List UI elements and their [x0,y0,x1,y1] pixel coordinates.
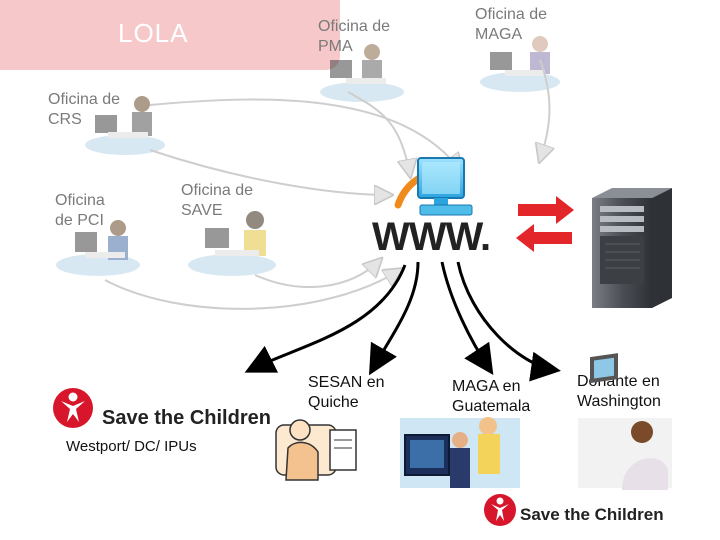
office-maga-label: Oficina de MAGA [475,6,548,43]
save-the-children-logo: Save the Children [53,388,271,429]
maga-guatemala-label: MAGA en Guatemala [452,378,531,415]
office-pma-label: Oficina de PMA [318,18,391,55]
donante-illustration [578,353,672,490]
save-the-children-logo-small: Save the Children [484,494,664,526]
office-crs-label: Oficina de CRS [48,91,121,128]
connector-crs-2 [149,149,390,195]
arrow-right-icon [518,196,574,224]
maga-guatemala-illustration [400,417,520,488]
sesan-illustration [275,419,357,481]
office-pci-workstation [56,220,140,276]
office-crs-workstation [85,96,165,155]
internet-hub: WWW. [372,157,491,259]
data-exchange-arrows [516,196,574,252]
office-pma-workstation [320,44,404,102]
arrow-to-sesan [369,261,420,376]
logo-text-small: Save the Children [520,505,664,524]
connector-maga [540,59,549,160]
office-save-workstation [188,211,276,276]
sesan-label: SESAN en Quiche [308,374,385,411]
office-save-label: Oficina de SAVE [181,182,254,219]
connector-crs [149,98,460,170]
arrow-to-westport [244,264,407,373]
server-icon [592,188,672,308]
office-pci-label: Oficina de PCI [55,192,105,229]
page-title: LOLA [118,18,189,48]
logo-text: Save the Children [102,407,271,429]
westport-label: Westport/ DC/ IPUs [66,438,197,455]
title-banner [0,0,340,70]
connector-save [254,260,380,288]
connector-pci [104,270,400,310]
hub-www-text: WWW. [372,215,490,259]
office-maga-workstation [480,36,560,92]
arrow-to-donante [456,261,561,382]
arrow-to-maga-guatemala [440,261,494,375]
connector-pma [347,91,410,175]
arrow-left-icon [516,224,572,252]
